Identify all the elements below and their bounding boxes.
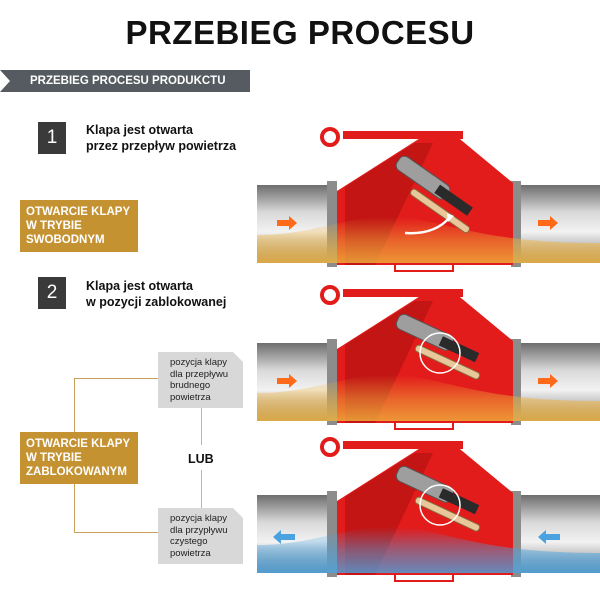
valve-diagram-locked-clean xyxy=(257,437,600,582)
bracket-top-line xyxy=(74,378,158,379)
or-label: LUB xyxy=(188,452,214,466)
right-flange xyxy=(511,491,521,577)
bracket-bottom-line xyxy=(74,532,158,533)
mode-blocked-label: OTWARCIE KLAPY W TRYBIE ZABLOKOWANYM xyxy=(20,432,138,484)
flap-assembly xyxy=(395,155,473,234)
mode-free-line-3: SWOBODNYM xyxy=(26,234,105,246)
valve-top-plate xyxy=(343,131,463,139)
valve-diagram-locked-dirty xyxy=(257,285,600,430)
motion-arrow xyxy=(404,216,451,235)
flap-blade xyxy=(414,344,481,380)
mode-free-line-2: W TRYBIE xyxy=(26,220,82,232)
left-flange xyxy=(327,339,337,425)
right-flange xyxy=(511,181,521,267)
valve-top-plate xyxy=(343,289,463,297)
note-dirty-line-1: pozycja klapy xyxy=(170,357,228,368)
lock-detail-circle xyxy=(419,332,461,374)
step-2-description: Klapa jest otwarta w pozycji zablokowane… xyxy=(86,278,226,310)
flow-arrow-left xyxy=(277,216,297,230)
note-clean-line-2: dla przypływu xyxy=(170,524,228,536)
note-dirty-line-2: dla przepływu xyxy=(170,368,229,380)
flap-blade xyxy=(410,188,471,234)
right-flange xyxy=(511,339,521,425)
flow-arrow-left xyxy=(277,374,297,388)
lifting-eye xyxy=(320,285,340,305)
page-title: PRZEBIEG PROCESU xyxy=(125,14,475,51)
note-dirty-air: pozycja klapy dla przepływu brudnego pow… xyxy=(158,352,243,408)
valve-top-plate xyxy=(343,441,463,449)
step-2-line-2: w pozycji zablokowanej xyxy=(86,295,227,309)
note-clean-line-1: pozycja klapy xyxy=(170,513,228,524)
motion-arrow-head xyxy=(447,213,454,222)
flow-arrow-right xyxy=(538,216,558,230)
air-flow xyxy=(257,216,600,263)
mode-free-line-1: OTWARCIE KLAPY xyxy=(26,206,131,218)
step-2-number: 2 xyxy=(38,277,66,309)
step-1-line-2: przez przepływ powietrza xyxy=(86,139,237,153)
air-flow xyxy=(257,374,600,421)
note-clean-line-3: czystego xyxy=(170,536,208,547)
mode-free-label: OTWARCIE KLAPY W TRYBIE SWOBODNYM xyxy=(20,200,138,252)
note-dirty-line-3: brudnego xyxy=(170,380,211,391)
air-flow xyxy=(257,526,600,573)
note-dirty-line-4: powietrza xyxy=(170,391,211,403)
note-clean-line-4: powietrza xyxy=(170,547,211,559)
step-2-line-1: Klapa jest otwarta xyxy=(86,279,193,293)
note-clean-air: pozycja klapy dla przypływu czystego pow… xyxy=(158,508,243,564)
lifting-eye xyxy=(320,437,340,457)
left-flange xyxy=(327,181,337,267)
flow-arrow-right xyxy=(538,530,560,544)
mode-blocked-line-2: W TRYBIE xyxy=(26,452,82,464)
or-connector-bottom xyxy=(201,470,202,508)
step-1-line-1: Klapa jest otwarta xyxy=(86,123,193,137)
flow-arrow-left xyxy=(273,530,295,544)
valve-diagram-free-flap xyxy=(257,127,600,272)
actuator-bracket xyxy=(434,184,473,216)
mode-blocked-line-1: OTWARCIE KLAPY xyxy=(26,438,131,450)
step-1-description: Klapa jest otwarta przez przepływ powiet… xyxy=(86,122,236,154)
mode-blocked-line-3: ZABLOKOWANYM xyxy=(26,466,127,478)
lifting-eye xyxy=(320,127,340,147)
lock-detail-circle xyxy=(419,484,461,526)
step-1-number: 1 xyxy=(38,122,66,154)
flow-arrow-right xyxy=(538,374,558,388)
flap-blade xyxy=(414,496,481,532)
left-flange xyxy=(327,491,337,577)
section-banner: PRZEBIEG PROCESU PRODUKCTU xyxy=(0,70,250,92)
or-connector-top xyxy=(201,405,202,445)
